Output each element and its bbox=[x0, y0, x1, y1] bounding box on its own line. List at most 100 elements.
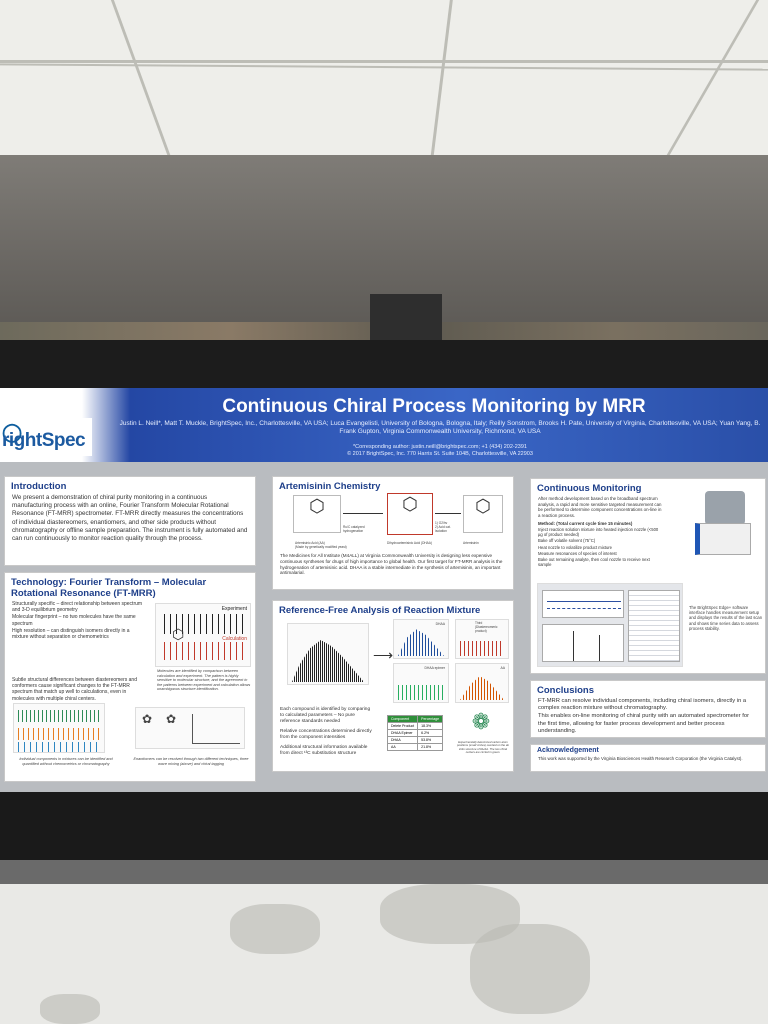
method-step: Inject reaction solution mixture into he… bbox=[538, 527, 664, 537]
experiment-calculation-spectrum: Experiment Calculation ⬡ bbox=[155, 603, 251, 667]
arrow-oxidation bbox=[435, 513, 461, 514]
arrow-hydrogenation bbox=[343, 513, 383, 514]
component-label: DHAA epimer bbox=[424, 666, 445, 670]
settings-pane bbox=[628, 590, 680, 662]
enantiomers-caption: Enantiomers can be resolved through two … bbox=[133, 757, 249, 766]
poster-contact: *Corresponding author: justin.neill@brig… bbox=[112, 444, 768, 458]
conclusions-bullets: FT-MRR can resolve individual components… bbox=[531, 698, 765, 735]
contact-line: *Corresponding author: justin.neill@brig… bbox=[353, 444, 527, 450]
acknowledgement-heading: Acknowledgement bbox=[537, 747, 599, 754]
component-trace-orange bbox=[460, 676, 504, 700]
display-frame-top bbox=[0, 340, 768, 390]
table-header: Percentage bbox=[417, 715, 444, 723]
component-spectrum-epimer: DHAA epimer bbox=[393, 663, 449, 703]
reference-bullets: Each compound is identified by comparing… bbox=[273, 707, 381, 758]
table-cell: DHAA bbox=[386, 736, 419, 744]
method-step: Heat nozzle to volatilize product mixtur… bbox=[538, 545, 664, 550]
intro-text: We present a demonstration of chiral pur… bbox=[12, 494, 248, 543]
sunlit-wall bbox=[0, 884, 768, 1024]
ceiling bbox=[0, 0, 768, 160]
poster: ◯ rightSpec Continuous Chiral Process Mo… bbox=[0, 388, 768, 794]
tech-bullet: Molecular fingerprint – no two molecules… bbox=[12, 614, 143, 626]
spectrum-peak bbox=[599, 635, 600, 661]
spectrometer-instrument bbox=[687, 487, 765, 559]
instrument-chamber bbox=[705, 491, 745, 525]
poster-title: Continuous Chiral Process Monitoring by … bbox=[222, 396, 646, 417]
acknowledgement-panel: Acknowledgement This work was supported … bbox=[530, 744, 766, 772]
technology-heading-line2: Rotational Resonance (FT-MRR) bbox=[11, 588, 156, 599]
continuous-intro: After method development based on the br… bbox=[538, 496, 662, 518]
conclusion-bullet: This enables on-line monitoring of chira… bbox=[538, 713, 758, 735]
enantiomer-molecule-icon: ✿ bbox=[166, 712, 177, 726]
method-steps: Inject reaction solution mixture into he… bbox=[531, 527, 671, 567]
dhaa-3d-structure-icon: ❁ bbox=[471, 709, 491, 734]
method-step: Bake out remaining analyte, then cool no… bbox=[538, 557, 664, 567]
artemisinin-heading: Artemisinin Chemistry bbox=[279, 481, 381, 492]
spectrum-peak bbox=[573, 631, 574, 661]
method-step: Measure resonances of species of interes… bbox=[538, 551, 664, 556]
conclusions-panel: Conclusions FT-MRR can resolve individua… bbox=[530, 680, 766, 738]
intro-heading: Introduction bbox=[11, 481, 67, 492]
logo-mark-icon: ◯ bbox=[2, 422, 23, 442]
display-frame-bottom bbox=[0, 792, 768, 862]
instrument-cabinet bbox=[695, 523, 751, 555]
ceiling-grid-line bbox=[0, 63, 768, 71]
tree-shadow bbox=[230, 904, 320, 954]
reference-heading: Reference-Free Analysis of Reaction Mixt… bbox=[279, 605, 481, 616]
method-title: Method: (Total current cycle time 15 min… bbox=[538, 521, 633, 527]
artemisinic-acid-structure: ⬡ bbox=[293, 495, 341, 533]
technology-panel: Technology: Fourier Transform – Molecula… bbox=[4, 572, 256, 782]
tree-shadow bbox=[40, 994, 100, 1024]
conclusion-bullet: FT-MRR can resolve individual components… bbox=[538, 698, 758, 712]
technology-paragraph: Subtle structural differences between di… bbox=[12, 677, 137, 702]
acknowledgement-text: This work was supported by the Virginia … bbox=[538, 756, 743, 761]
artemisinin-structure: ⬡ bbox=[463, 495, 503, 533]
artemisinin-text: The Medicines for All Institute (M4ALL) … bbox=[280, 553, 503, 576]
broadband-trace bbox=[292, 640, 364, 682]
time-series-trace bbox=[547, 601, 621, 609]
mixture-trace-orange bbox=[18, 728, 102, 740]
brightspec-logo: ◯ rightSpec bbox=[0, 418, 92, 456]
reference-bullet: Relative concentrations determined direc… bbox=[280, 729, 374, 741]
tree-shadow bbox=[470, 924, 590, 1014]
spectrum-calculation-trace bbox=[164, 642, 248, 660]
component-trace-blue bbox=[398, 629, 444, 656]
table-header: Component bbox=[386, 715, 419, 723]
table-header-row: Component Percentage bbox=[386, 715, 444, 723]
table-cell: DHAA Epimer bbox=[386, 729, 419, 737]
artemisinin-panel: Artemisinin Chemistry ⬡ ⬡ ⬡ Artemisinic … bbox=[272, 476, 514, 590]
technology-heading-line1: Technology: Fourier Transform – Molecula… bbox=[11, 577, 207, 588]
copyright-line: © 2017 BrightSpec, Inc. 770 Harris St. S… bbox=[347, 451, 533, 457]
poster-header: ◯ rightSpec Continuous Chiral Process Mo… bbox=[0, 388, 768, 462]
conclusions-heading: Conclusions bbox=[537, 685, 595, 696]
spectrum-plot bbox=[542, 624, 624, 662]
label-arrow1: Ru/C catalyzed hydrogenation bbox=[343, 525, 365, 533]
reference-panel: Reference-Free Analysis of Reaction Mixt… bbox=[272, 600, 514, 772]
table-cell: 53.8% bbox=[417, 736, 444, 744]
table-cell: 18.3% bbox=[417, 722, 444, 730]
component-label: Third (Diastereomeric product) bbox=[475, 621, 498, 633]
enantiomer-molecule-icon: ✿ bbox=[142, 712, 153, 726]
components-caption: Individual components in mixtures can be… bbox=[19, 757, 113, 766]
legend-experiment: Experiment bbox=[221, 606, 247, 612]
table-cell: Delete Product bbox=[386, 722, 419, 730]
mixture-trace-green bbox=[18, 710, 102, 722]
mixture-trace-blue bbox=[18, 742, 102, 752]
edge-software-screenshot bbox=[537, 583, 683, 667]
benzene-molecule-icon: ⬡ bbox=[172, 626, 185, 642]
ceiling-grid-line bbox=[663, 0, 760, 160]
vent bbox=[370, 294, 442, 344]
technology-bullets: Structurally specific – direct relations… bbox=[5, 601, 150, 640]
legend-calculation: Calculation bbox=[222, 636, 247, 642]
reference-bullet: Each compound is identified by comparing… bbox=[280, 707, 374, 725]
label-artemisinin: Artemisinin bbox=[463, 541, 479, 545]
component-spectrum-aa: AA bbox=[455, 663, 509, 703]
signal-plot bbox=[192, 714, 240, 744]
reaction-scheme: ⬡ ⬡ ⬡ bbox=[293, 493, 503, 541]
time-series-plot bbox=[542, 590, 624, 618]
ceiling-grid-line bbox=[430, 0, 453, 160]
tech-bullet: High resolution – can distinguish isomer… bbox=[12, 628, 143, 640]
